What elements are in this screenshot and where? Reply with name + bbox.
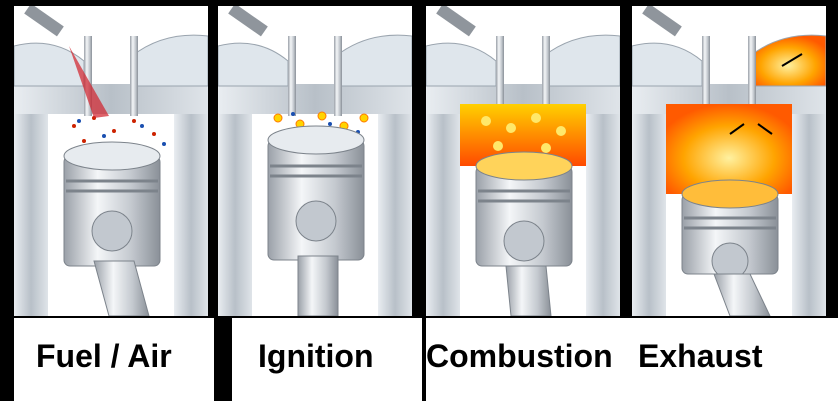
stage-panel-exhaust xyxy=(632,6,826,316)
fuel-air-intake-icon xyxy=(14,6,208,316)
combustion-flame-icon xyxy=(426,6,620,316)
stage-panel-fuel-air xyxy=(14,6,208,316)
stage-label-ignition: Ignition xyxy=(232,318,422,401)
exhaust-flow-icon xyxy=(632,6,826,316)
stage-panel-combustion xyxy=(426,6,620,316)
stage-label-exhaust: Exhaust xyxy=(626,318,838,401)
spark-ignition-icon xyxy=(218,6,412,316)
stage-label-combustion: Combustion xyxy=(426,318,626,401)
stage-panel-ignition xyxy=(218,6,412,316)
stage-label-fuel-air: Fuel / Air xyxy=(14,318,214,401)
